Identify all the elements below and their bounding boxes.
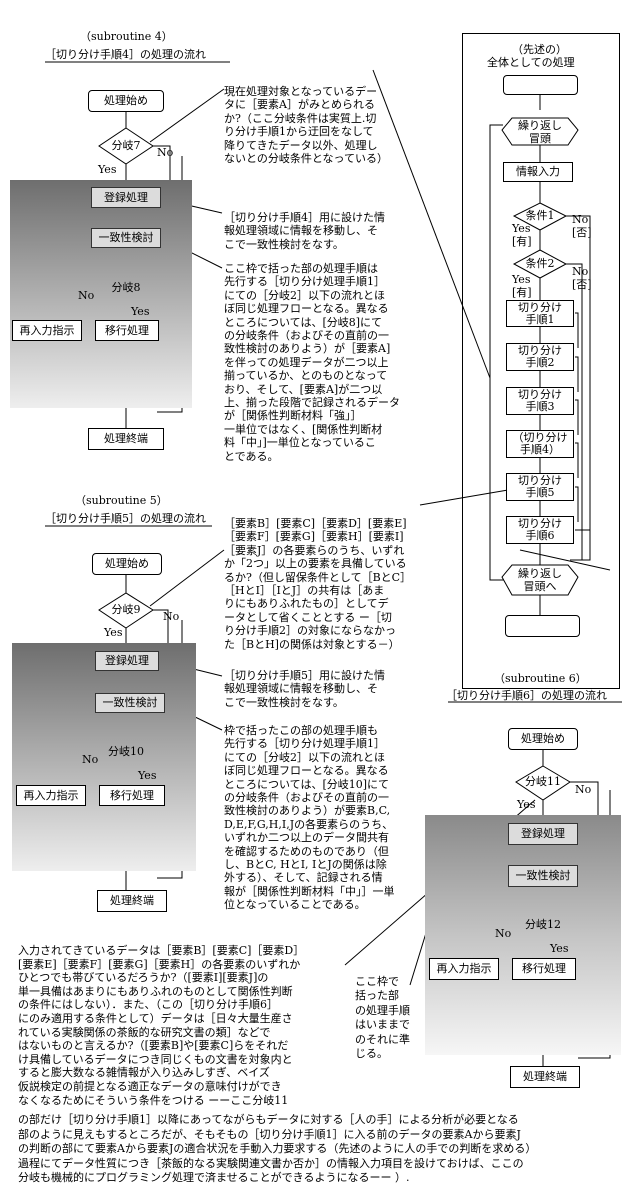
sub5-note2: ［切り分け手順5］用に設けた情 報処理領域に情報を移動し、そ こで一致性検討をな… <box>224 669 385 709</box>
overall-c2no: No [否] <box>572 265 592 292</box>
sub6-title: ［切り分け手順6］の処理の流れ <box>446 689 607 702</box>
sub5-register: 登録処理 <box>95 651 159 671</box>
sub4-yes2: Yes <box>131 305 150 318</box>
overall-title2: 全体としての処理 <box>487 56 575 69</box>
overall-frame <box>462 33 620 689</box>
sub5-title: ［切り分け手順5］の処理の流れ <box>45 512 206 525</box>
sub6-start: 処理始め <box>508 728 578 750</box>
sub6-frame <box>425 815 621 1055</box>
overall-s4: （切り分け 手順4） <box>506 430 574 458</box>
sub4-transfer: 移行処理 <box>95 320 159 341</box>
sub5-label: （subroutine 5） <box>75 494 168 507</box>
sub4-no2: No <box>78 289 95 302</box>
overall-s3: 切り分け 手順3 <box>506 387 574 415</box>
overall-c1: 条件1 <box>525 209 555 222</box>
sub5-transfer: 移行処理 <box>99 785 165 806</box>
sub6-end: 処理終端 <box>510 1066 580 1088</box>
sub6-no2: No <box>495 927 512 940</box>
sub5-end: 処理終端 <box>97 890 167 912</box>
sub5-reinput: 再入力指示 <box>16 785 86 806</box>
sub4-title: ［切り分け手順4］の処理の流れ <box>45 48 206 61</box>
sub5-note3: 枠で括ったこの部の処理手順も 先行する［切り分け処理手順1］ にての［分岐2］以… <box>224 724 395 912</box>
sub4-no: No <box>157 146 174 159</box>
sub6-consistency: 一致性検討 <box>508 865 578 887</box>
overall-s2: 切り分け 手順2 <box>506 343 574 371</box>
sub4-register: 登録処理 <box>91 187 161 208</box>
sub4-note1: 現在処理対象となっているデー タに［要素A］がみとめられる か?（ここ分岐条件は… <box>224 85 389 166</box>
sub5-no2: No <box>82 753 99 766</box>
bottom-para1: 入力されてきているデータは［要素B］[要素C]［要素D］ [要素E]［要素F］[… <box>18 944 305 1107</box>
sub4-label: （subroutine 4） <box>80 30 173 43</box>
sub5-no: No <box>163 610 180 623</box>
overall-loop: 繰り返し 冒頭 <box>518 119 562 146</box>
overall-s5: 切り分け 手順5 <box>506 473 574 501</box>
sub4-frame <box>10 180 192 408</box>
sub5-branch: 分岐9 <box>111 603 141 616</box>
overall-start <box>503 75 578 95</box>
sub5-branch2: 分岐10 <box>108 745 144 758</box>
sub4-branch2: 分岐8 <box>111 281 141 294</box>
sub4-note2: ［切り分け手順4］用に設けた情 報処理領域に情報を移動し、そ こで一致性検討をな… <box>224 211 385 251</box>
sub6-note: ここ枠で 括った部 の処理手順 はいままで のそれに準 じる。 <box>355 975 410 1061</box>
overall-c1no: No [否] <box>572 213 592 240</box>
sub5-consistency: 一致性検討 <box>95 693 165 713</box>
sub5-yes: Yes <box>104 626 123 639</box>
overall-end <box>505 615 580 637</box>
sub5-frame <box>12 643 196 871</box>
overall-s6: 切り分け 手順6 <box>506 516 574 544</box>
sub6-yes2: Yes <box>550 942 569 955</box>
overall-title1: （先述の） <box>512 43 567 56</box>
overall-c1yes: Yes [有] <box>512 222 532 249</box>
sub5-note1: ［要素B］[要素C]［要素D］[要素E] ［要素F］[要素G]［要素H］[要素I… <box>224 517 412 651</box>
sub6-reinput: 再入力指示 <box>429 958 499 980</box>
sub6-branch2: 分岐12 <box>525 918 561 931</box>
sub5-start: 処理始め <box>92 553 162 575</box>
sub4-yes: Yes <box>98 163 117 176</box>
sub6-label: （subroutine 6） <box>494 672 587 685</box>
sub4-end: 処理終端 <box>88 428 164 450</box>
sub4-note3: ここ枠で括った部の処理手順は 先行する［切り分け処理手順1］ にての［分岐2］以… <box>224 262 400 463</box>
overall-input: 情報入力 <box>503 162 573 182</box>
sub4-branch: 分岐7 <box>111 139 141 152</box>
sub6-branch: 分岐11 <box>525 775 561 788</box>
sub6-no: No <box>575 783 592 796</box>
sub4-consistency: 一致性検討 <box>91 228 161 248</box>
sub4-start: 処理始め <box>88 90 164 112</box>
overall-c2yes: Yes [有] <box>512 273 532 300</box>
bottom-para2: の部だけ［切り分け手順1］以降にあってながらもデータに対する［人の手］による分析… <box>18 1113 537 1185</box>
sub6-yes: Yes <box>517 798 536 811</box>
overall-loopend: 繰り返し 冒頭へ <box>518 567 562 594</box>
sub5-yes2: Yes <box>138 769 157 782</box>
sub6-register: 登録処理 <box>508 823 578 845</box>
overall-c2: 条件2 <box>525 257 555 270</box>
overall-s1: 切り分け 手順1 <box>506 300 574 327</box>
sub6-transfer: 移行処理 <box>512 958 576 980</box>
sub4-reinput: 再入力指示 <box>12 320 82 341</box>
